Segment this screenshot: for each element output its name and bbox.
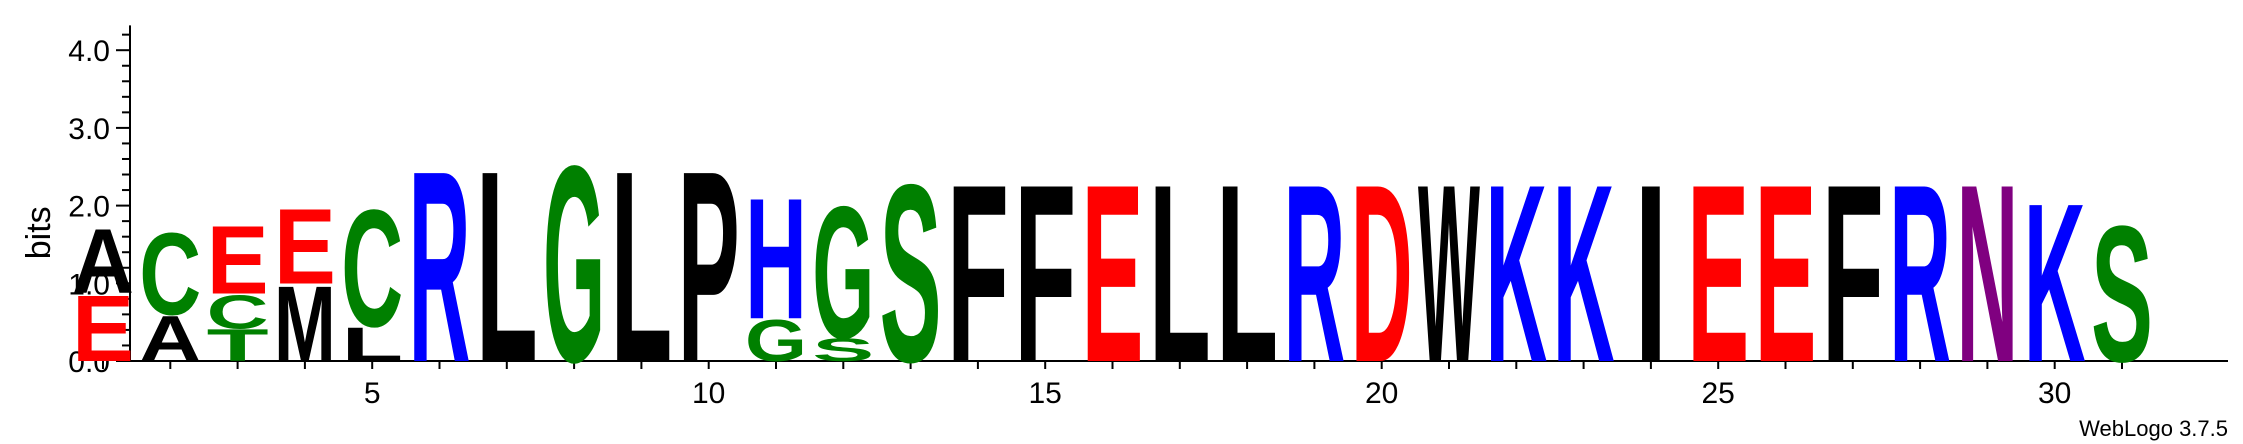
y-axis-ticks: 0.01.02.03.04.0 xyxy=(68,33,130,379)
logo-letter-i: I xyxy=(1634,133,1668,416)
logo-letter-a: A xyxy=(72,210,134,312)
y-axis-label: bits xyxy=(20,206,58,259)
logo-letter-k: K xyxy=(1485,133,1547,416)
logo-letter-s: S xyxy=(812,332,874,368)
logo-letter-g: G xyxy=(543,107,605,421)
logo-letter-e: E xyxy=(207,207,269,315)
logo-letter-f: F xyxy=(1822,131,1884,415)
logo-letter-r: R xyxy=(409,114,471,419)
logo-letter-n: N xyxy=(1956,133,2018,416)
y-tick-label: 3.0 xyxy=(68,113,110,146)
logo-letter-r: R xyxy=(1283,133,1345,416)
logo-letter-e: E xyxy=(1755,133,1817,416)
logo-letter-m: M xyxy=(274,263,336,384)
logo-letter-f: F xyxy=(947,131,1009,415)
y-tick-label: 4.0 xyxy=(68,35,110,68)
x-tick-label: 30 xyxy=(2038,377,2071,410)
logo-letter-c: C xyxy=(341,176,403,362)
logo-letter-l: L xyxy=(1149,131,1211,415)
logo-letter-f: F xyxy=(1014,131,1076,415)
logo-letter-t: T xyxy=(207,320,269,371)
logo-letter-d: D xyxy=(1351,133,1413,416)
x-tick-label: 15 xyxy=(1029,377,1062,410)
logo-letter-r: R xyxy=(1889,133,1951,416)
logo-letter-h: H xyxy=(745,163,807,355)
logo-letter-w: W xyxy=(1418,132,1480,415)
x-tick-label: 20 xyxy=(1365,377,1398,410)
logo-letter-k: K xyxy=(1553,133,1615,416)
x-axis-ticks: 5 10 15 20 25 30 xyxy=(102,361,2123,410)
logo-letter-p: P xyxy=(678,115,740,420)
logo-letter-e: E xyxy=(274,187,336,307)
x-tick-label: 10 xyxy=(692,377,725,410)
logo-letter-k: K xyxy=(2024,157,2086,410)
y-tick-label: 2.0 xyxy=(68,191,110,224)
logo-letter-e: E xyxy=(1082,133,1144,416)
logo-letter-l: L xyxy=(476,114,538,419)
x-tick-label: 5 xyxy=(364,377,381,410)
logo-letter-e: E xyxy=(1687,133,1749,416)
x-tick-label: 25 xyxy=(1702,377,1735,410)
logo-letter-c: C xyxy=(207,284,269,338)
logo-letter-l: L xyxy=(341,317,403,371)
logo-letter-a: A xyxy=(139,303,201,375)
logo-letter-g: G xyxy=(812,167,874,378)
logo-letter-c: C xyxy=(139,208,201,339)
logo-letter-s: S xyxy=(880,133,942,416)
y-tick-label: 1.0 xyxy=(68,268,110,301)
logo-letter-l: L xyxy=(610,114,672,419)
logo-letter-g: G xyxy=(745,307,807,374)
weblogo-credit: WebLogo 3.7.5 xyxy=(2079,416,2228,441)
logo-letter-e: E xyxy=(72,275,134,381)
logo-letter-l: L xyxy=(1216,131,1278,415)
logo-letter-s: S xyxy=(2091,186,2153,403)
